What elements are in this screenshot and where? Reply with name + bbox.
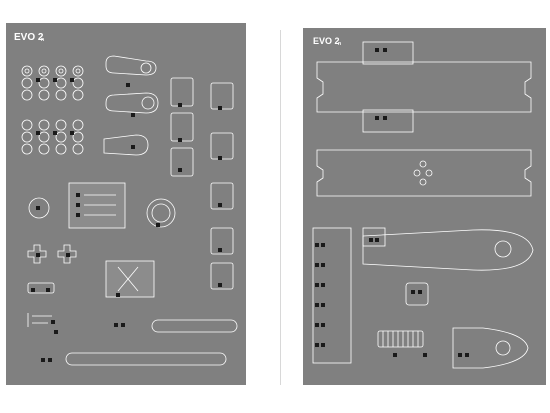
cross-connector-2 <box>57 244 77 264</box>
part-labels-right <box>315 48 469 357</box>
tapered-arm-1 <box>362 229 534 271</box>
tapered-arm-2 <box>452 327 529 369</box>
arm-link-3 <box>103 134 149 156</box>
spring-icon <box>377 330 424 348</box>
gauge-icon <box>28 197 50 219</box>
sheet-logo: EVO 2 <box>14 32 44 43</box>
sheet-logo-sub: n <box>41 37 44 43</box>
sheet-divider <box>280 30 281 385</box>
washer-grid-top <box>21 65 84 101</box>
clip-part <box>27 282 55 294</box>
sheet-logo-sub: n <box>338 41 341 47</box>
cylinder-part <box>405 282 429 306</box>
cross-connector-1 <box>27 244 47 264</box>
washer-grid-middle <box>21 119 84 155</box>
arm-link-2 <box>105 92 159 114</box>
part-labels-left <box>31 78 222 362</box>
frame-beam-top <box>316 61 532 113</box>
long-bar-1 <box>151 319 238 333</box>
long-bar-2 <box>65 352 227 366</box>
arm-link-1 <box>105 55 157 76</box>
sheet-logo: EVO 2 <box>313 36 340 46</box>
gear-icon <box>146 198 176 228</box>
frame-beam-middle <box>316 149 532 197</box>
parts-sheet-left: EVO 2 n <box>6 23 246 385</box>
cross-plate <box>105 260 155 298</box>
label-column <box>312 227 352 364</box>
pin-part-1 <box>27 313 52 327</box>
parts-sheet-right: EVO 2 n <box>303 28 546 385</box>
